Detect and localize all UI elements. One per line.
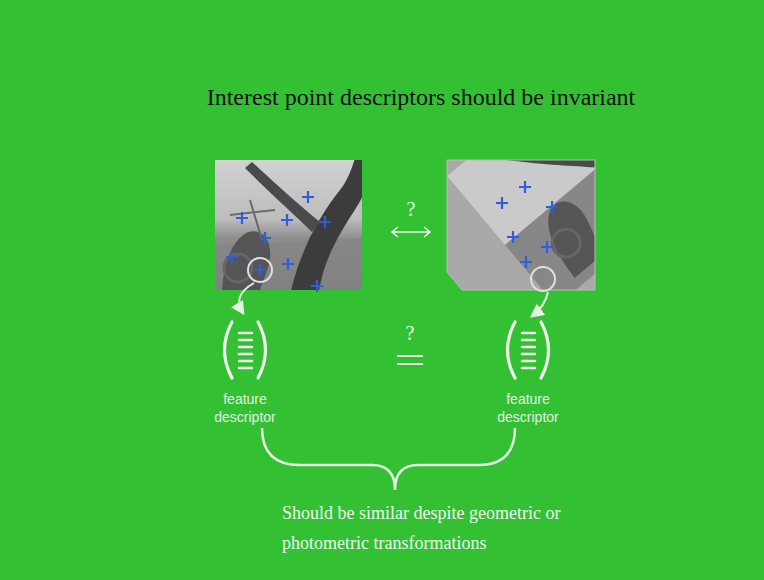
photo-frame [447, 160, 595, 290]
slide-caption: Should be similar despite geometric or p… [282, 498, 572, 558]
descriptor-vector-left [225, 322, 266, 378]
question-mark: ? [396, 198, 426, 221]
photo-detail [230, 200, 275, 240]
question-mark: ? [395, 322, 425, 345]
grouping-brace [262, 428, 515, 490]
double-arrow [392, 227, 430, 237]
leader-arrow [532, 292, 548, 316]
leader-arrow [239, 283, 254, 313]
photo-left [215, 160, 362, 290]
descriptor-label: feature descriptor [205, 390, 285, 426]
descriptor-vector-right [508, 322, 549, 378]
figure-shape [530, 194, 611, 278]
tree-branch [524, 54, 699, 238]
selected-point-circle [531, 267, 555, 291]
descriptor-label: feature descriptor [488, 390, 568, 426]
interest-point-marks [496, 181, 558, 268]
selected-point-circle [248, 258, 272, 282]
slide-title: Interest point descriptors should be inv… [59, 84, 764, 111]
interest-point-marks [226, 191, 331, 292]
tree-twig [495, 103, 606, 214]
wheel-shape [547, 223, 586, 262]
equals-sign [397, 356, 423, 364]
